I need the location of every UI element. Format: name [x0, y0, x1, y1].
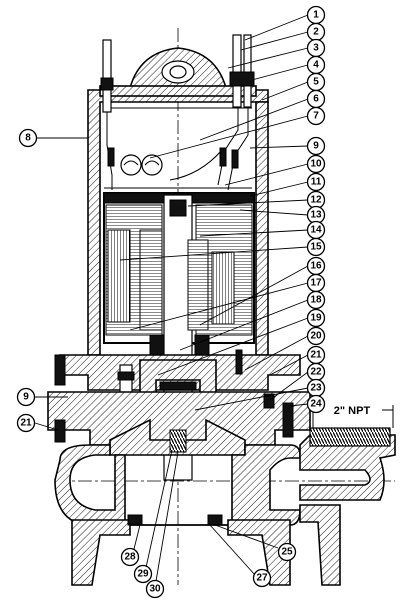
callout-24: 24: [306, 394, 326, 414]
svg-text:9: 9: [313, 141, 319, 152]
callout-10: 10: [306, 154, 326, 174]
svg-text:22: 22: [310, 367, 322, 378]
callout-22: 22: [306, 362, 326, 382]
callout-23: 23: [306, 378, 326, 398]
svg-text:24: 24: [310, 399, 322, 410]
volute-flange: [47, 354, 311, 446]
motor-housing: [87, 85, 269, 356]
svg-text:18: 18: [310, 295, 322, 306]
callout-15: 15: [306, 237, 326, 257]
svg-text:28: 28: [124, 552, 136, 563]
svg-text:30: 30: [149, 584, 161, 595]
svg-text:19: 19: [310, 313, 322, 324]
callout-20: 20: [306, 326, 326, 346]
lifting-boss: [128, 47, 228, 89]
callout-1: 1: [306, 5, 326, 25]
svg-text:11: 11: [311, 177, 322, 188]
svg-text:17: 17: [310, 278, 322, 289]
impeller: [109, 418, 246, 456]
callout-2: 2: [306, 22, 326, 42]
callout-5: 5: [306, 72, 326, 92]
callout-14: 14: [306, 220, 326, 240]
callout-6: 6: [306, 89, 326, 109]
svg-text:14: 14: [310, 225, 322, 236]
svg-text:29: 29: [137, 569, 149, 580]
leader-lines: [34, 14, 309, 588]
callout-17: 17: [306, 273, 326, 293]
svg-text:8: 8: [25, 133, 31, 144]
svg-text:1: 1: [313, 10, 319, 21]
pipe-size-dimension: 2" NPT: [312, 405, 394, 428]
pump-drawing: 2" NPT: [47, 28, 396, 586]
svg-text:7: 7: [313, 111, 319, 122]
callout-27: 27: [252, 568, 272, 588]
svg-text:10: 10: [310, 159, 322, 170]
svg-text:6: 6: [313, 94, 319, 105]
callout-21-left: 21: [16, 413, 36, 433]
pipe-size-label: 2" NPT: [334, 405, 371, 417]
callout-3: 3: [306, 38, 326, 58]
svg-text:13: 13: [310, 210, 322, 221]
svg-text:12: 12: [310, 195, 322, 206]
svg-text:2: 2: [313, 27, 319, 38]
svg-text:27: 27: [256, 573, 268, 584]
callout-28: 28: [120, 547, 140, 567]
callout-9-upper: 9: [306, 136, 326, 156]
callout-8: 8: [18, 128, 38, 148]
svg-text:3: 3: [313, 43, 319, 54]
svg-text:23: 23: [310, 383, 322, 394]
volute-casing: [54, 427, 396, 526]
callout-21-right: 21: [306, 345, 326, 365]
callout-19: 19: [306, 308, 326, 328]
callout-9-lower: 9: [16, 387, 36, 407]
callout-7: 7: [306, 106, 326, 126]
callout-16: 16: [306, 256, 326, 276]
wiring: [106, 108, 249, 191]
callout-11: 11: [306, 172, 326, 192]
svg-text:25: 25: [281, 547, 293, 558]
callout-29: 29: [133, 564, 153, 584]
svg-text:20: 20: [310, 331, 322, 342]
svg-text:5: 5: [313, 77, 319, 88]
svg-text:21: 21: [310, 350, 322, 361]
svg-text:9: 9: [23, 392, 29, 403]
callout-18: 18: [306, 290, 326, 310]
svg-text:15: 15: [310, 242, 322, 253]
svg-text:16: 16: [310, 261, 322, 272]
svg-text:4: 4: [313, 60, 319, 71]
callout-30: 30: [145, 579, 165, 599]
callout-25: 25: [277, 542, 297, 562]
base-stand: [71, 504, 341, 586]
callout-4: 4: [306, 55, 326, 75]
svg-text:21: 21: [20, 418, 32, 429]
